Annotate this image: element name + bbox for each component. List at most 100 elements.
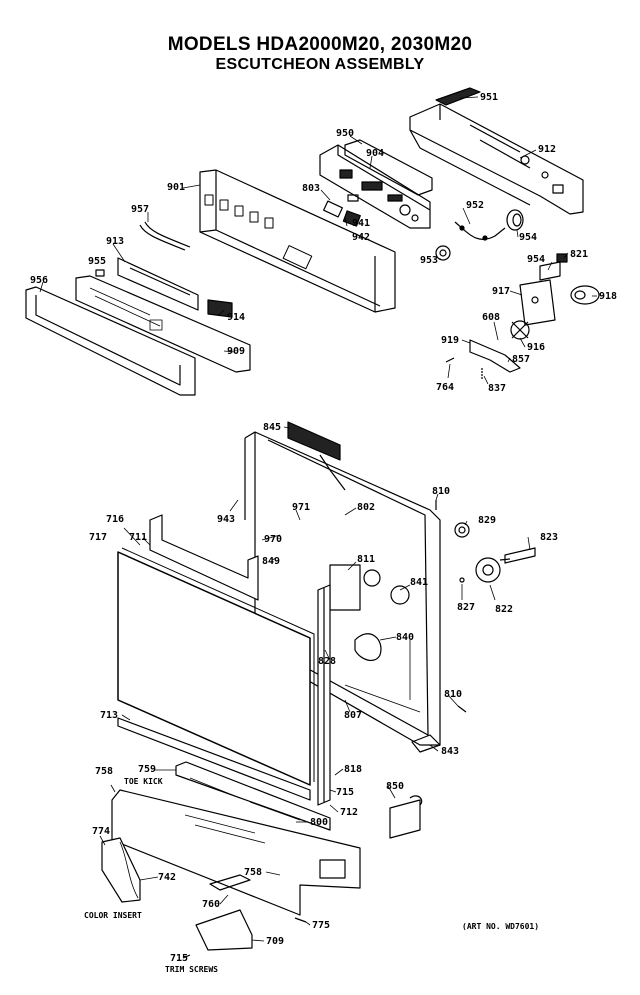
knob-954 bbox=[506, 209, 524, 231]
part-label: 775 bbox=[312, 920, 330, 931]
control-housing-912 bbox=[409, 103, 584, 215]
part-label: 760 bbox=[202, 899, 220, 910]
frame-956 bbox=[25, 286, 196, 396]
screw-764 bbox=[445, 357, 455, 363]
leader-lines bbox=[39, 96, 597, 942]
part-label: 841 bbox=[410, 577, 428, 588]
part-label: 758 bbox=[95, 766, 113, 777]
part-label: 810 bbox=[444, 689, 462, 700]
motor-918 bbox=[570, 285, 600, 305]
caption-trim-screws: TRIM SCREWS bbox=[165, 965, 218, 974]
label-plate-951 bbox=[435, 87, 481, 106]
screw-715 bbox=[182, 954, 191, 959]
part-label: 821 bbox=[570, 249, 588, 260]
button-955 bbox=[95, 269, 105, 277]
knob-953 bbox=[435, 245, 451, 261]
switch-803 bbox=[323, 200, 343, 218]
part-label: 919 bbox=[441, 335, 459, 346]
part-label: 954 bbox=[527, 254, 545, 265]
escutcheon-panel-901 bbox=[199, 169, 396, 313]
part-label: 709 bbox=[266, 936, 284, 947]
part-label: 823 bbox=[540, 532, 558, 543]
part-label: 803 bbox=[302, 183, 320, 194]
part-label: 857 bbox=[512, 354, 530, 365]
part-label: 845 bbox=[263, 422, 281, 433]
label-914 bbox=[207, 299, 233, 318]
part-821 bbox=[556, 253, 568, 263]
lever-919 bbox=[469, 339, 521, 373]
fan-916 bbox=[510, 320, 530, 340]
part-label: 952 bbox=[466, 200, 484, 211]
part-label: 912 bbox=[538, 144, 556, 155]
part-label: 811 bbox=[357, 554, 375, 565]
ribbon-957 bbox=[139, 221, 191, 251]
part-label: 828 bbox=[318, 656, 336, 667]
part-label: 807 bbox=[344, 710, 362, 721]
part-label: 715 bbox=[336, 787, 354, 798]
bracket-709 bbox=[195, 909, 253, 951]
part-label: 711 bbox=[129, 532, 147, 543]
screws-810 bbox=[435, 500, 467, 713]
part-label: 774 bbox=[92, 826, 110, 837]
part-label: 802 bbox=[357, 502, 375, 513]
part-label: 913 bbox=[106, 236, 124, 247]
strip-760 bbox=[209, 874, 251, 891]
toe-kick-759 bbox=[175, 761, 331, 831]
bracket-917 bbox=[519, 279, 556, 326]
part-label: 951 bbox=[480, 92, 498, 103]
part-label: 956 bbox=[30, 275, 48, 286]
part-label: 608 bbox=[482, 312, 500, 323]
diagram-subtitle: ESCUTCHEON ASSEMBLY bbox=[215, 56, 425, 73]
diagram-title: MODELS HDA2000M20, 2030M20 bbox=[167, 34, 473, 55]
part-label: 800 bbox=[310, 817, 328, 828]
outer-door-panel bbox=[117, 514, 315, 801]
part-label: 843 bbox=[441, 746, 459, 757]
part-label: 901 bbox=[167, 182, 185, 193]
part-label: 827 bbox=[457, 602, 475, 613]
part-label: 764 bbox=[436, 382, 454, 393]
part-label: 713 bbox=[100, 710, 118, 721]
vent-845 bbox=[287, 421, 341, 461]
plate-954 bbox=[539, 261, 561, 281]
gasket-843 bbox=[411, 734, 441, 753]
side-channel-828 bbox=[317, 584, 331, 806]
part-label: 758 bbox=[244, 867, 262, 878]
part-label: 971 bbox=[292, 502, 310, 513]
art-number: (ART NO. WD7601) bbox=[462, 922, 539, 931]
part-label: 917 bbox=[492, 286, 510, 297]
captions: TOE KICK COLOR INSERT TRIM SCREWS (ART N… bbox=[84, 777, 539, 974]
part-label: 918 bbox=[599, 291, 617, 302]
color-insert-774 bbox=[101, 837, 141, 903]
part-label: 941 bbox=[352, 218, 370, 229]
part-label: 904 bbox=[366, 148, 384, 159]
part-label: 810 bbox=[432, 486, 450, 497]
part-label: 957 bbox=[131, 204, 149, 215]
part-label: 953 bbox=[420, 255, 438, 266]
overlay-950 bbox=[344, 139, 433, 196]
part-label: 914 bbox=[227, 312, 245, 323]
harness-952 bbox=[454, 221, 506, 241]
part-label: 909 bbox=[227, 346, 245, 357]
part-label: 822 bbox=[495, 604, 513, 615]
part-label: 954 bbox=[519, 232, 537, 243]
part-label: 829 bbox=[478, 515, 496, 526]
screw-775 bbox=[294, 917, 307, 923]
part-label: 955 bbox=[88, 256, 106, 267]
switch-941 bbox=[342, 210, 361, 227]
part-label: 742 bbox=[158, 872, 176, 883]
caption-color-insert: COLOR INSERT bbox=[84, 911, 142, 920]
decal-913 bbox=[117, 257, 199, 311]
trim-758 bbox=[111, 789, 361, 916]
handle-823 bbox=[499, 547, 536, 564]
part-label: 716 bbox=[106, 514, 124, 525]
part-label: 715 bbox=[170, 953, 188, 964]
panel-909 bbox=[75, 275, 251, 373]
part-label: 818 bbox=[344, 764, 362, 775]
part-label: 840 bbox=[396, 632, 414, 643]
part-labels: 951 950 904 912 901 803 957 941 952 942 … bbox=[30, 92, 617, 964]
part-label: 759 bbox=[138, 764, 156, 775]
part-label: 850 bbox=[386, 781, 404, 792]
control-board-904 bbox=[319, 144, 431, 229]
part-label: 950 bbox=[336, 128, 354, 139]
